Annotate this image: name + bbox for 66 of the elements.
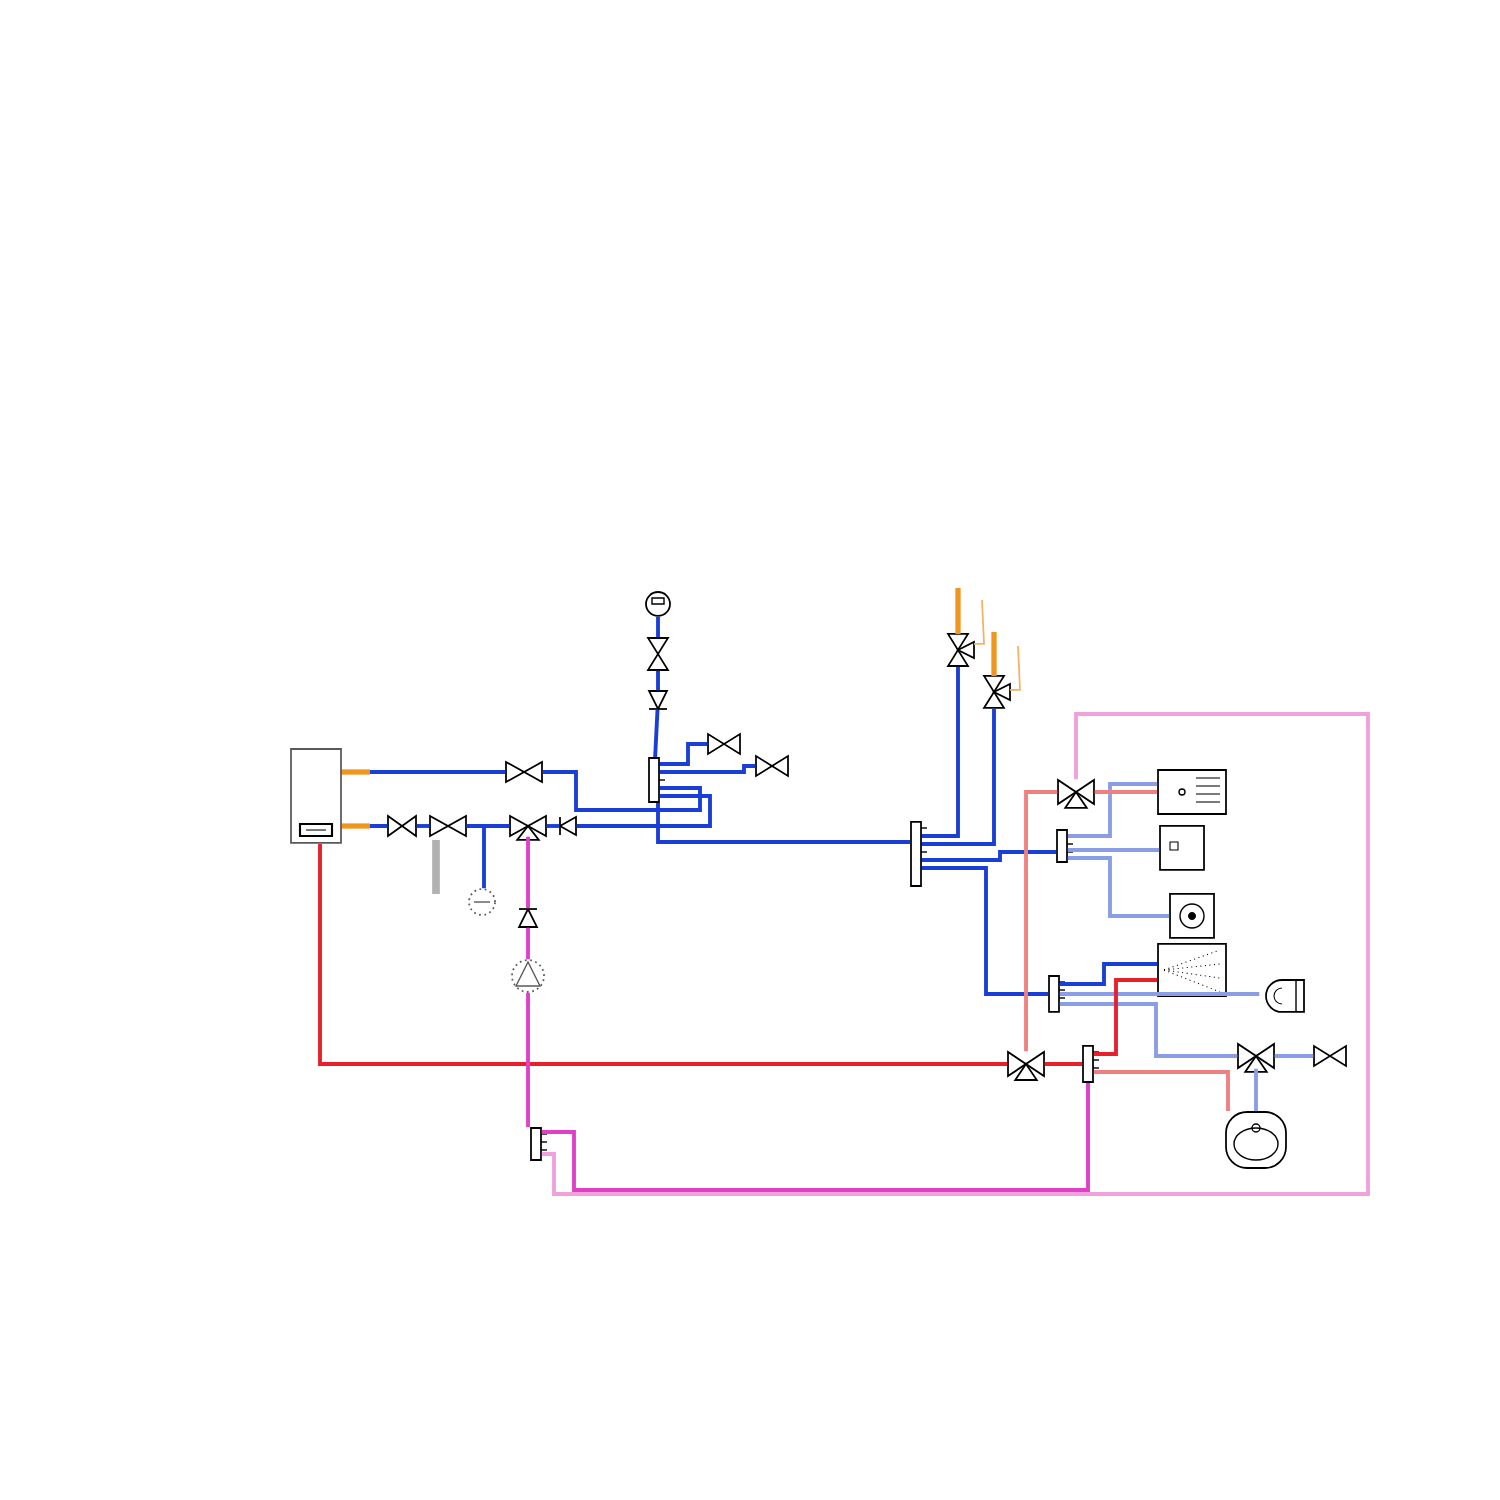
manifold-symbol — [530, 1127, 548, 1161]
round-symbol — [645, 591, 671, 617]
pipe — [546, 824, 560, 828]
pipe — [921, 708, 996, 846]
check-valve-symbol — [517, 907, 539, 928]
valve-symbol — [1237, 1042, 1275, 1073]
valve-symbol — [707, 732, 741, 756]
valve-symbol — [1313, 1044, 1347, 1068]
pipe — [1093, 1070, 1230, 1112]
fixture-drawing — [1225, 1111, 1287, 1169]
manifold-symbol — [1048, 975, 1066, 1013]
pipe — [576, 794, 712, 828]
check-valve-symbol — [558, 815, 577, 837]
round-symbol — [468, 888, 496, 916]
pipe — [1094, 790, 1158, 794]
pipe — [526, 992, 530, 1128]
pipe — [526, 927, 530, 960]
valve-symbol — [509, 814, 547, 841]
round-symbol — [511, 959, 545, 993]
pipe — [1059, 992, 1260, 996]
pipe — [416, 824, 430, 828]
pipe — [541, 1082, 1090, 1192]
manifold-symbol — [910, 821, 928, 887]
valve-symbol — [1007, 1050, 1045, 1081]
pipe — [656, 802, 911, 844]
valve-symbol — [755, 754, 789, 778]
pipe — [921, 850, 1057, 862]
pipe — [656, 670, 660, 691]
valve-symbol — [946, 633, 975, 667]
check-valve-symbol — [647, 690, 669, 711]
boiler-box — [290, 748, 342, 844]
valve-symbol — [1057, 778, 1095, 809]
valve-symbol — [505, 760, 543, 784]
pipe — [653, 709, 660, 758]
pipe — [541, 712, 1370, 1196]
fixture-drawing — [1157, 769, 1227, 815]
pipe — [1044, 1062, 1083, 1066]
pipe — [659, 742, 708, 766]
pipe — [1067, 782, 1158, 838]
pipe — [1067, 856, 1170, 918]
pipe — [1059, 1002, 1238, 1058]
fixture-drawing — [1169, 893, 1215, 939]
manifold-symbol — [648, 757, 666, 803]
valve-symbol — [429, 814, 467, 838]
pipe — [1093, 978, 1158, 1056]
fixture-drawing — [1159, 825, 1205, 871]
pipe — [318, 843, 1008, 1066]
valve-symbol — [387, 814, 417, 838]
fixture-drawing — [1157, 943, 1227, 997]
pipe — [921, 866, 1049, 996]
manifold-symbol — [1082, 1045, 1100, 1083]
pipe — [1067, 848, 1160, 852]
pipe — [1059, 962, 1158, 986]
pipe — [542, 770, 702, 812]
pipe — [1274, 1054, 1314, 1058]
fixture-drawing — [1265, 979, 1305, 1013]
manifold-symbol — [1056, 829, 1074, 863]
pipe — [659, 764, 756, 774]
pipe — [1254, 1068, 1258, 1112]
pipe — [656, 616, 660, 638]
pipe — [466, 824, 486, 889]
pipe — [1024, 790, 1058, 1052]
pipe — [526, 836, 530, 909]
pipe — [921, 666, 960, 838]
valve-symbol — [982, 675, 1011, 709]
valve-symbol — [646, 637, 670, 671]
